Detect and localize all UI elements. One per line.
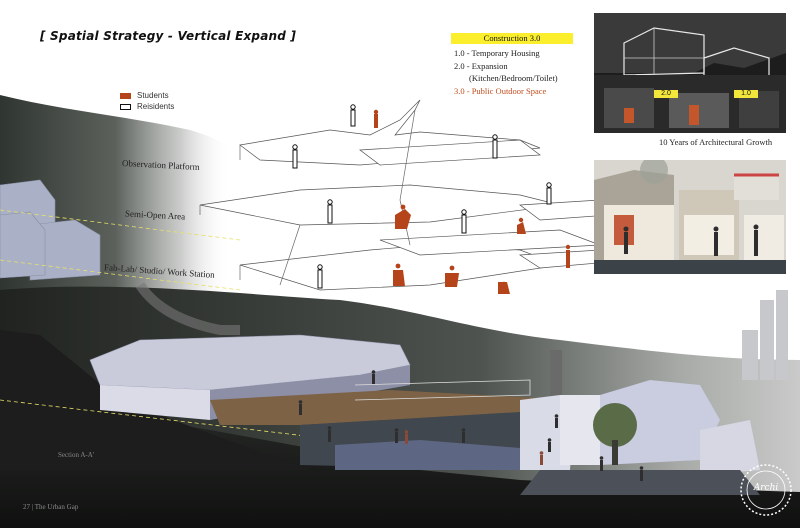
construction-item: (Kitchen/Bedroom/Toilet) <box>451 72 573 85</box>
section-photo: 2.0 1.0 <box>594 13 786 133</box>
legend-item-students: Students <box>120 90 174 101</box>
legend-label: Reisidents <box>137 102 174 111</box>
interior-render <box>594 160 786 274</box>
construction-legend: Construction 3.0 1.0 - Temporary Housing… <box>451 33 573 97</box>
section-label: Section A-A' <box>58 451 94 459</box>
render-image <box>594 160 786 274</box>
photo-caption: 10 Years of Architectural Growth <box>659 137 772 147</box>
legend-label: Students <box>137 91 169 100</box>
construction-item: 2.0 - Expansion <box>451 60 573 73</box>
residents-swatch <box>120 104 131 110</box>
growth-tag-2: 2.0 <box>654 90 678 98</box>
construction-item: 3.0 - Public Outdoor Space <box>451 85 573 98</box>
section-drawing <box>594 13 786 133</box>
construction-item: 1.0 - Temporary Housing <box>451 47 573 60</box>
page-footer: 27 | The Urban Gap <box>23 503 78 511</box>
construction-heading: Construction 3.0 <box>451 33 573 44</box>
legend-item-residents: Reisidents <box>120 101 174 112</box>
students-swatch <box>120 93 131 99</box>
growth-tag-1: 1.0 <box>734 90 758 98</box>
logo-text: Archi <box>739 483 793 493</box>
archi-logo: Archi <box>739 463 793 517</box>
legend: Students Reisidents <box>120 90 174 112</box>
board-title: [ Spatial Strategy - Vertical Expand ] <box>40 29 296 43</box>
